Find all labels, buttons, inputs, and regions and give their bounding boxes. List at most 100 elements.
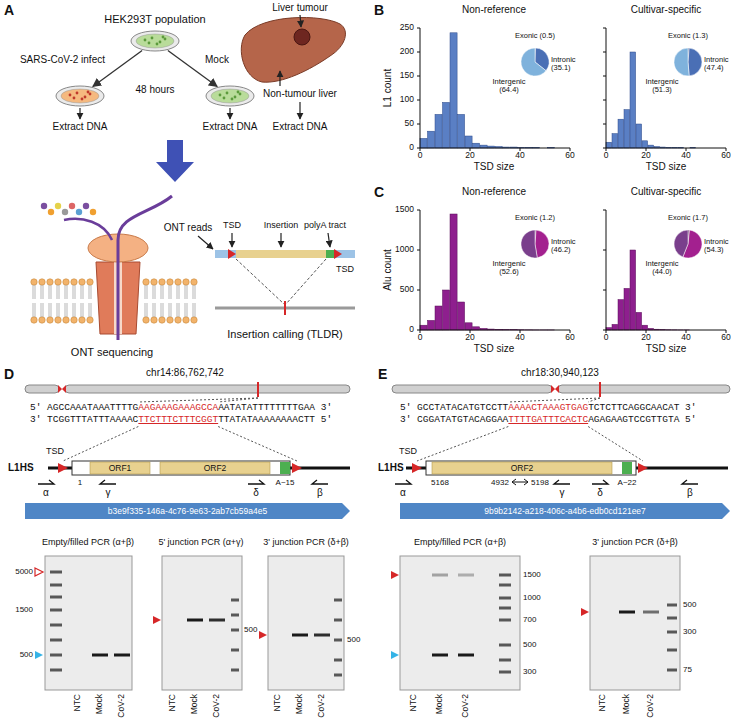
- tick-mark: [603, 210, 606, 211]
- step-label: ONT sequencing: [71, 346, 153, 359]
- gel-band: [231, 629, 239, 632]
- pie-label: Intergenic (51.3): [639, 78, 685, 95]
- chromosome-arm: [25, 385, 59, 393]
- tick-label: 0: [418, 151, 423, 161]
- read-arrow: [25, 503, 350, 519]
- lane-label: Mock: [95, 694, 105, 714]
- insertion-site: [257, 382, 259, 397]
- gel-image: [400, 556, 520, 690]
- lipid-head: [183, 317, 189, 323]
- sequence-text: AGAGAAGTCCGTTGTA 5': [588, 415, 696, 425]
- ladder-size: 5000: [15, 567, 33, 576]
- histogram-bar: [458, 302, 465, 330]
- panel-letter: E: [378, 366, 387, 382]
- tick-mark: [417, 210, 420, 211]
- gel-band: [50, 654, 62, 657]
- step-label: ONT reads: [164, 222, 213, 234]
- tick-mark: [603, 52, 606, 53]
- orf-region: [432, 462, 612, 474]
- arrow: [79, 108, 80, 119]
- ladder-size: 1000: [523, 593, 541, 602]
- axis-title: L1 count: [382, 69, 394, 107]
- primer-arrow: [248, 480, 264, 484]
- read-arrow: [400, 503, 730, 519]
- tick-mark: [603, 76, 606, 77]
- pie-slice: [688, 48, 702, 76]
- lipid-head: [183, 279, 189, 285]
- dish-medium: [61, 89, 99, 103]
- gel-band: [187, 619, 203, 622]
- axis-title: TSD size: [646, 343, 687, 355]
- tsd-triangle: [58, 463, 68, 473]
- sequence-text: AATATATTTTTTTTGAA 3': [218, 403, 332, 413]
- tick-label: 250: [400, 23, 414, 33]
- lipid-tail: [145, 285, 147, 317]
- lipid-head: [159, 317, 165, 323]
- band-marker: [35, 651, 43, 659]
- band-marker: [391, 651, 399, 659]
- lane-label: Mock: [295, 694, 305, 714]
- axis-title: TSD size: [646, 161, 687, 173]
- node-text: HEK293T population: [104, 14, 205, 25]
- dish-medium: [211, 89, 249, 103]
- cell-dot: [231, 98, 234, 101]
- orf-region: [160, 462, 270, 474]
- histogram-bar: [443, 290, 450, 330]
- panel-letter: D: [4, 366, 14, 382]
- band-marker: [153, 616, 161, 624]
- lane-label: CoV-2: [117, 694, 127, 718]
- gel-band: [667, 669, 677, 672]
- lipid-tail: [89, 285, 91, 317]
- lipid-head: [143, 279, 149, 285]
- histogram-bar: [618, 119, 624, 148]
- tick-label: 150: [400, 71, 414, 81]
- tick-mark: [417, 28, 420, 29]
- gel-title: 3' junction PCR (δ+β): [592, 537, 678, 547]
- ladder-size: 500: [523, 640, 536, 649]
- node-text: ORF2: [511, 464, 534, 473]
- ladder-size: 300: [523, 667, 536, 676]
- position-label: 5198: [531, 478, 549, 487]
- tick-label: 1000: [395, 245, 414, 255]
- nucleotide-bead: [48, 209, 54, 215]
- nucleotide-bead: [90, 209, 96, 215]
- tick-mark: [417, 148, 420, 149]
- step-label: Extract DNA: [52, 121, 107, 133]
- lane-label: Mock: [190, 694, 200, 714]
- tick-mark: [417, 290, 420, 291]
- node-text: SARS-CoV-2 infect: [20, 55, 105, 65]
- locus-label: chr18:30,940,123: [521, 367, 599, 379]
- gel-band: [499, 607, 511, 610]
- node-text: 9b9b2142-a218-406c-a4b6-edb0cd121ee7: [484, 507, 646, 516]
- nucleotide-bead: [76, 209, 82, 215]
- inversion-mark: [512, 479, 528, 485]
- lipid-head: [39, 279, 45, 285]
- orf-region: [90, 462, 150, 474]
- lipid-head: [47, 317, 53, 323]
- pie-label: Intergenic (52.6): [486, 260, 532, 277]
- step-label: Insertion calling (TLDR): [227, 328, 343, 341]
- tick-label: 1500: [395, 205, 414, 215]
- mapping-line: [236, 259, 326, 304]
- gel-band: [499, 644, 511, 647]
- tick-label: 200: [400, 47, 414, 57]
- l1-insertion-box: ORF1ORF2: [72, 461, 290, 475]
- tick-mark: [603, 100, 606, 101]
- lane-label: Mock: [435, 694, 445, 714]
- lipid-head: [143, 317, 149, 323]
- ladder-size: 500: [20, 650, 33, 659]
- lipid-head: [47, 279, 53, 285]
- node-shape: [55, 85, 105, 107]
- histogram-bar: [465, 323, 472, 330]
- pie-slice: [535, 230, 549, 258]
- cell-dot: [148, 42, 151, 45]
- nucleotide-bead: [62, 209, 68, 215]
- node-shape: [130, 30, 180, 52]
- lipid-tail: [57, 285, 59, 317]
- ladder-size: 1500: [15, 605, 33, 614]
- nucleotide-bead: [41, 203, 47, 209]
- primer-label: δ: [597, 487, 603, 499]
- cell-dot: [81, 98, 84, 101]
- gel-band: [50, 584, 62, 587]
- tick-label: 0: [418, 333, 423, 343]
